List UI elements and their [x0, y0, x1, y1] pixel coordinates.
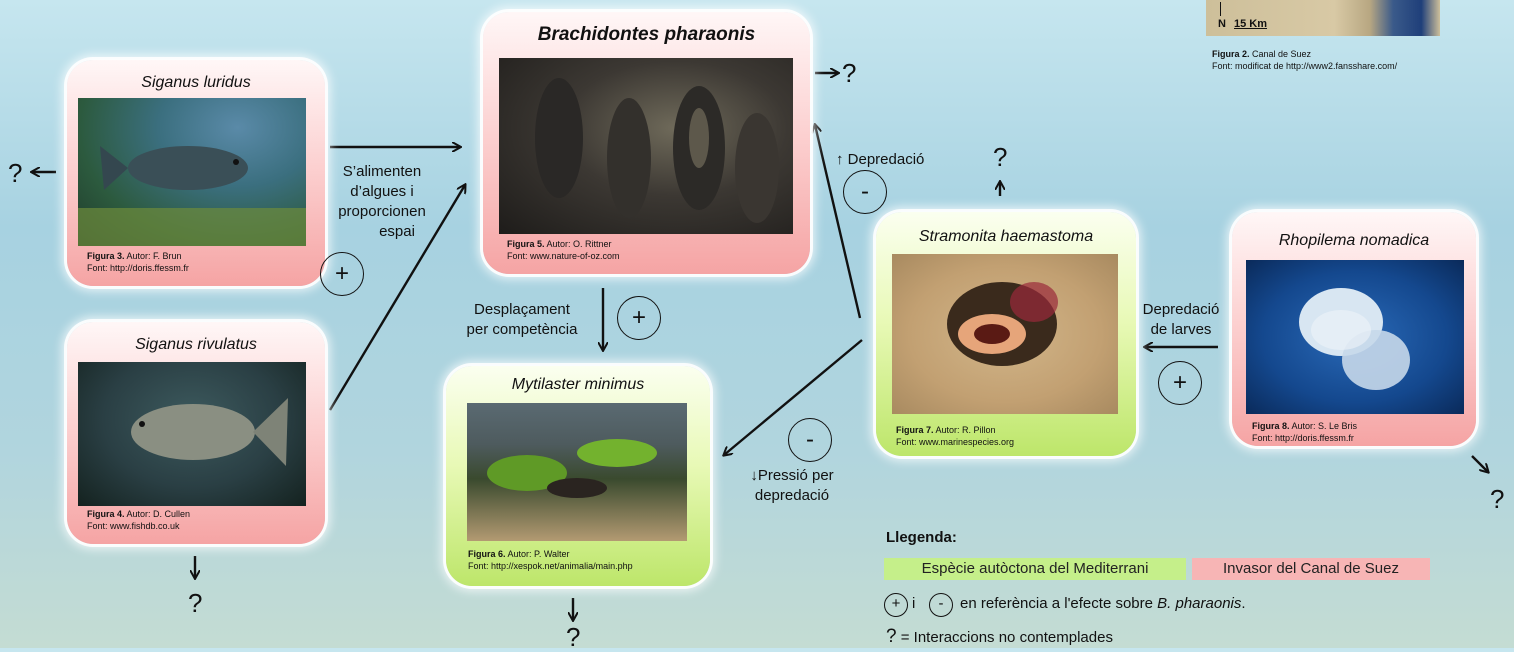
- figure-source: Font: http://doris.ffessm.fr: [1252, 432, 1354, 444]
- plus-circle-luridus: +: [320, 252, 364, 296]
- label-line: proporcionen: [322, 202, 442, 222]
- card-mytilaster-minimus: Mytilaster minimus Figura 6. Autor: P. W…: [446, 366, 710, 586]
- label-alimenten: S’alimenten d’algues i proporcionen espa…: [322, 162, 442, 242]
- card-title: Brachidontes pharaonis: [483, 24, 810, 46]
- card-title: Siganus luridus: [67, 74, 325, 92]
- minus-circle-depredacio: -: [843, 170, 887, 214]
- card-brachidontes-pharaonis: Brachidontes pharaonis Figura 5. Autor: …: [483, 12, 810, 274]
- label-depredacio: ↑ Depredació: [836, 150, 924, 170]
- legend-question-text: = Interaccions no contemplades: [901, 629, 1113, 646]
- fish-icon: [78, 98, 306, 246]
- question-mark-rivulatus: ?: [188, 590, 202, 616]
- figure-number: Figura 5.: [507, 239, 545, 249]
- legend-plus-circle: +: [884, 593, 908, 617]
- legend-effect: en referència a l'efecte sobre B. pharao…: [960, 595, 1246, 612]
- legend-title: Llegenda:: [886, 529, 957, 546]
- legend-minus-circle: -: [929, 593, 953, 617]
- figure-source: Font: www.fishdb.co.uk: [87, 520, 180, 532]
- card-stramonita-haemastoma: Stramonita haemastoma Figura 7. Autor: R…: [876, 212, 1136, 456]
- label-line: Depredació: [1130, 300, 1232, 320]
- figure-source: Font: www.nature-of-oz.com: [507, 250, 620, 262]
- figure-source: Font: http://xespok.net/animalia/main.ph…: [468, 560, 633, 572]
- label-line: ↓Pressió per: [728, 466, 856, 486]
- figure-caption: Figura 4. Autor: D. Cullen: [87, 508, 190, 520]
- figure-source: Font: www.marinespecies.org: [896, 436, 1014, 448]
- figure-source: Font: http://doris.ffessm.fr: [87, 262, 189, 274]
- label-line: d’algues i: [322, 182, 442, 202]
- legend-question-mark: ?: [886, 626, 897, 647]
- figure-caption: Figura 7. Autor: R. Pillon: [896, 424, 996, 436]
- card-rhopilema-nomadica: Rhopilema nomadica Figura 8. Autor: S. L…: [1232, 212, 1476, 446]
- figure-number: Figura 3.: [87, 251, 125, 261]
- figure-author: Autor: P. Walter: [506, 549, 570, 559]
- figure-author: Autor: D. Cullen: [125, 509, 191, 519]
- plus-circle-desplacament: +: [617, 296, 661, 340]
- label-line: S’alimenten: [322, 162, 442, 182]
- label-line: Desplaçament: [452, 300, 592, 320]
- figure-number: Figura 6.: [468, 549, 506, 559]
- figure-caption: Figura 5. Autor: O. Rittner: [507, 238, 612, 250]
- question-mark-rhopilema: ?: [1490, 486, 1504, 512]
- card-title: Siganus rivulatus: [67, 336, 325, 354]
- card-siganus-rivulatus: Siganus rivulatus Figura 4. Autor: D. Cu…: [67, 322, 325, 544]
- snail-icon: [892, 254, 1118, 414]
- legend-question-line: ? = Interaccions no contemplades: [886, 626, 1113, 648]
- legend-native-swatch: Espècie autòctona del Mediterrani: [884, 558, 1186, 580]
- label-pressio: ↓Pressió per depredació: [728, 466, 856, 506]
- arrow-rhopilema-question: [1472, 456, 1488, 472]
- jellyfish-photo: [1246, 260, 1464, 414]
- figure-caption: Figura 8. Autor: S. Le Bris: [1252, 420, 1357, 432]
- label-line: per competència: [452, 320, 592, 340]
- jellyfish-icon: [1246, 260, 1464, 414]
- card-title: Stramonita haemastoma: [876, 228, 1136, 246]
- label-larves: Depredació de larves: [1130, 300, 1232, 340]
- fish-photo: [78, 98, 306, 246]
- card-title: Rhopilema nomadica: [1232, 232, 1476, 250]
- fish-icon: [78, 362, 306, 506]
- figure-author: Autor: R. Pillon: [934, 425, 996, 435]
- label-line: de larves: [1130, 320, 1232, 340]
- legend-effect-text: en referència a l'efecte sobre: [960, 595, 1157, 612]
- mussel-photo: [499, 58, 793, 234]
- card-title: Mytilaster minimus: [446, 376, 710, 394]
- label-line: espai: [322, 222, 442, 242]
- legend-effect-species: B. pharaonis: [1157, 595, 1241, 612]
- minus-circle-pressio: -: [788, 418, 832, 462]
- figure-author: Autor: O. Rittner: [545, 239, 612, 249]
- label-desplacament: Desplaçament per competència: [452, 300, 592, 340]
- plus-circle-larves: +: [1158, 361, 1202, 405]
- question-mark-mytilaster: ?: [566, 624, 580, 650]
- figure-caption: Figura 3. Autor: F. Brun: [87, 250, 182, 262]
- mussel-icon: [499, 58, 793, 234]
- card-siganus-luridus: Siganus luridus Figura 3. Autor: F. Brun…: [67, 60, 325, 286]
- question-mark-brachidontes: ?: [842, 60, 856, 86]
- figure-number: Figura 7.: [896, 425, 934, 435]
- question-mark-stramonita: ?: [993, 144, 1007, 170]
- algae-icon: [467, 403, 687, 541]
- mytilaster-photo: [467, 403, 687, 541]
- legend-and: i: [912, 595, 915, 612]
- legend-effect-end: .: [1241, 595, 1245, 612]
- figure-number: Figura 4.: [87, 509, 125, 519]
- snail-photo: [892, 254, 1118, 414]
- figure-author: Autor: S. Le Bris: [1290, 421, 1358, 431]
- label-line: depredació: [728, 486, 856, 506]
- figure-caption: Figura 6. Autor: P. Walter: [468, 548, 570, 560]
- figure-author: Autor: F. Brun: [125, 251, 182, 261]
- question-mark-luridus: ?: [8, 160, 22, 186]
- legend-invasive-swatch: Invasor del Canal de Suez: [1192, 558, 1430, 580]
- figure-number: Figura 8.: [1252, 421, 1290, 431]
- fish-photo: [78, 362, 306, 506]
